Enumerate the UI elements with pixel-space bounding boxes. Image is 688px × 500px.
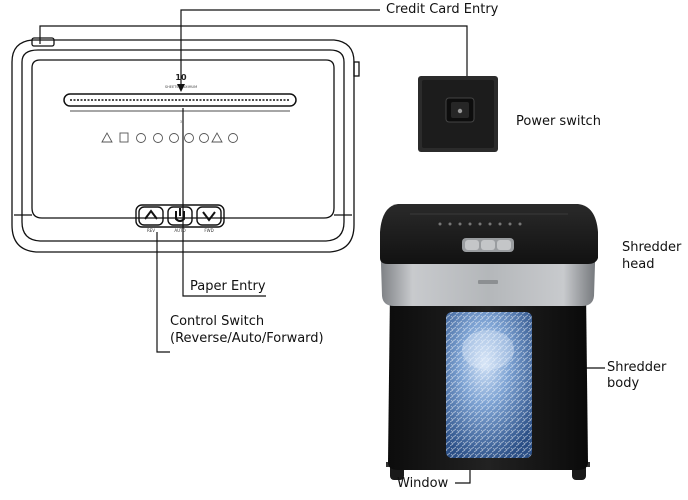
line-drawing-shredder bbox=[11, 37, 360, 253]
line-control-buttons bbox=[135, 204, 225, 228]
control-switch-label-line1: Control Switch bbox=[170, 314, 265, 329]
credit-card-leader bbox=[180, 9, 380, 90]
control-switch-label-line2: (Reverse/Auto/Forward) bbox=[170, 331, 324, 346]
power-switch-icon bbox=[457, 108, 463, 114]
power-switch-leader bbox=[39, 25, 468, 76]
fwd-label: FWD bbox=[204, 228, 213, 233]
rev-label: REV bbox=[147, 228, 155, 233]
auto-button bbox=[167, 206, 193, 226]
paper-entry-leader bbox=[182, 108, 266, 297]
power-switch-label: Power switch bbox=[516, 114, 601, 129]
window-label: Window bbox=[397, 476, 449, 491]
shredder-body-label-line2: body bbox=[607, 376, 640, 391]
small-warning-text: 3 bbox=[180, 120, 182, 124]
outer-housing bbox=[11, 39, 355, 253]
inner-housing bbox=[21, 49, 345, 242]
paper-slot bbox=[63, 93, 297, 107]
reverse-button bbox=[138, 206, 164, 226]
shredder-body-label-line1: Shredder bbox=[607, 360, 667, 375]
shredder-head-label-line2: head bbox=[622, 257, 655, 272]
button-labels: REV AUTO FWD bbox=[147, 228, 214, 233]
shredder-head-top bbox=[380, 204, 598, 264]
control-switch-leader bbox=[156, 232, 170, 353]
power-switch-photo bbox=[418, 76, 498, 152]
shredder-head-label-line1: Shredder bbox=[622, 240, 682, 255]
auto-label: AUTO bbox=[174, 228, 185, 233]
paper-entry-label: Paper Entry bbox=[190, 279, 266, 294]
credit-card-entry-label: Credit Card Entry bbox=[386, 2, 499, 17]
shredder-photo bbox=[380, 204, 598, 480]
forward-button bbox=[196, 206, 222, 226]
credit-card-slot bbox=[31, 37, 55, 47]
top-panel bbox=[31, 59, 335, 219]
warning-icons-row bbox=[101, 132, 238, 143]
